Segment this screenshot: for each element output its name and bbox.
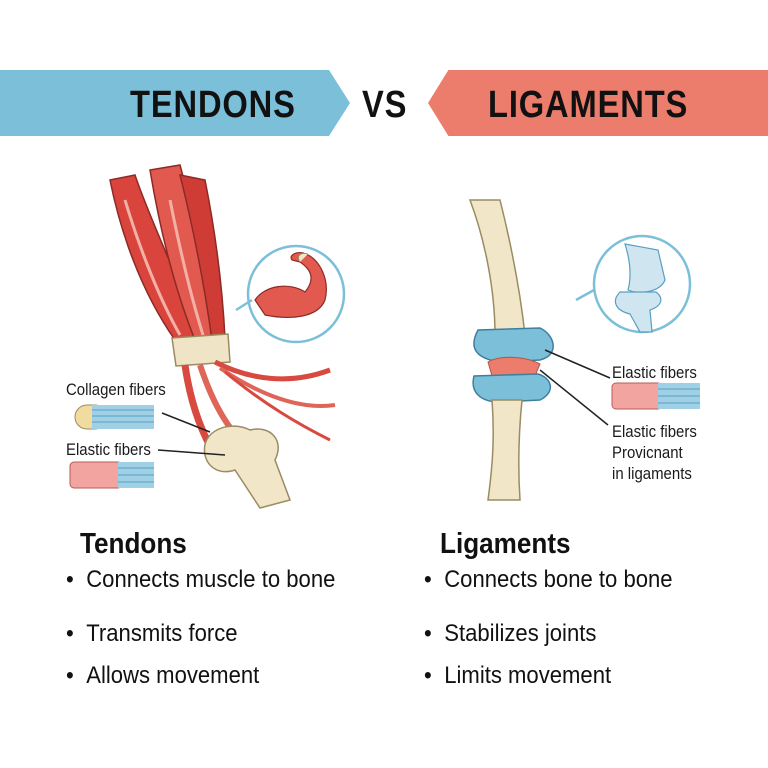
ligaments-banner (428, 70, 768, 136)
knee-inset (575, 234, 692, 334)
provicnant-label: Provicnant (612, 443, 683, 462)
ligaments-header-title: LIGAMENTS (488, 84, 689, 126)
tendons-banner (0, 70, 350, 136)
tendon-elastic-fibers-label: Elastic fibers (66, 440, 151, 459)
knee-illustration (468, 199, 554, 501)
arm-inset (235, 244, 346, 344)
tendons-header-title: TENDONS (130, 84, 296, 126)
collagen-fibers-label: Collagen fibers (66, 380, 166, 399)
tendons-section-title: Tendons (80, 528, 187, 560)
collagen-fiber-swatch (74, 404, 154, 430)
tendons-point-1: Connects muscle to bone (66, 566, 335, 594)
ligaments-section-title: Ligaments (440, 528, 571, 560)
ligaments-point-3: Limits movement (424, 662, 611, 690)
ligament-elastic-fibers-label-2: Elastic fibers (612, 422, 697, 441)
ligaments-point-1: Connects bone to bone (424, 566, 672, 594)
tendons-point-3: Allows movement (66, 662, 259, 690)
ligament-elastic-fibers-label-1: Elastic fibers (612, 363, 697, 382)
elastic-fiber-swatch (69, 461, 154, 489)
muscle-illustration (109, 164, 336, 509)
ligament-fiber-swatch (611, 382, 700, 410)
in-ligaments-label: in ligaments (612, 464, 692, 483)
tendons-point-2: Transmits force (66, 620, 238, 648)
vs-label: VS (362, 84, 408, 126)
ligaments-point-2: Stabilizes joints (424, 620, 596, 648)
